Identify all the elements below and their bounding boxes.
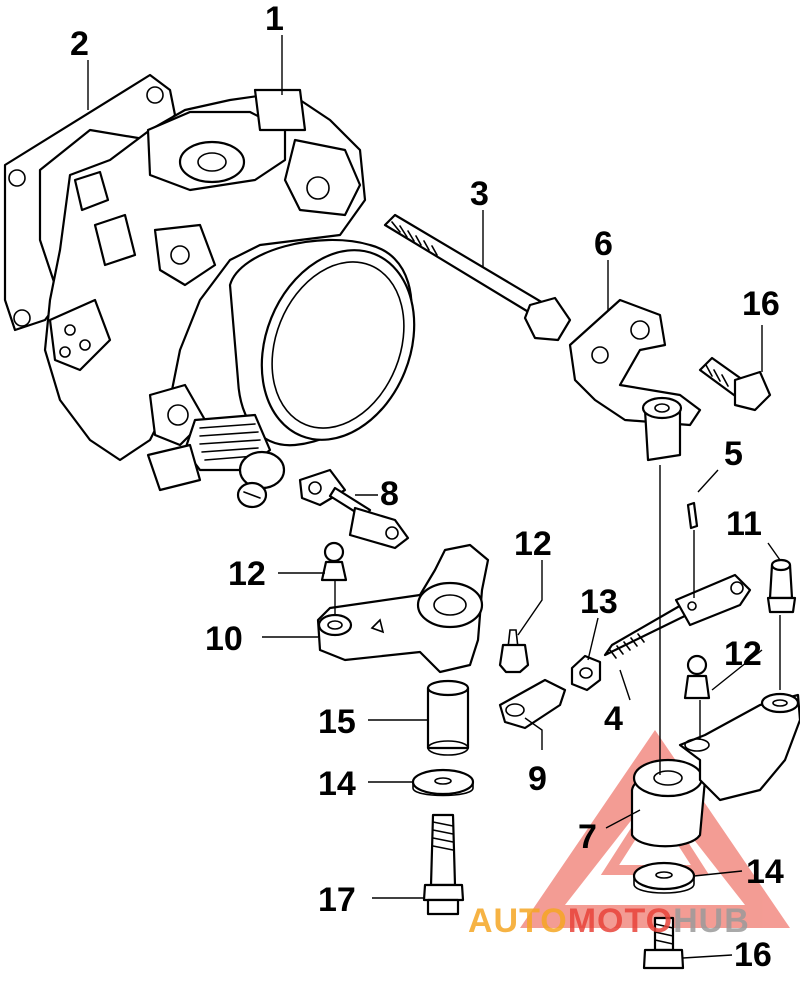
callout-2: 2 bbox=[70, 25, 89, 63]
part-long-bolt bbox=[383, 213, 572, 342]
part-washer-right bbox=[632, 861, 696, 894]
callout-3: 3 bbox=[470, 175, 489, 213]
callout-15: 15 bbox=[318, 703, 356, 741]
callout-12-middle: 12 bbox=[514, 525, 552, 563]
callout-9: 9 bbox=[528, 760, 547, 798]
part-pin bbox=[686, 501, 699, 530]
part-throttle-body bbox=[43, 88, 416, 509]
watermark-text-moto: MOTO bbox=[568, 902, 673, 940]
callout-16-top: 16 bbox=[742, 285, 780, 323]
part-gasket bbox=[3, 73, 177, 332]
callout-labels: 1 2 3 4 5 6 7 8 9 10 11 12 12 12 13 14 1… bbox=[70, 0, 784, 974]
part-bolt-17 bbox=[422, 813, 465, 916]
callout-14-right: 14 bbox=[746, 853, 784, 891]
part-lever bbox=[316, 543, 490, 674]
part-spacer bbox=[426, 679, 470, 756]
callout-7: 7 bbox=[578, 818, 597, 856]
part-throttle-arm bbox=[630, 692, 800, 848]
part-rod-link bbox=[298, 468, 410, 550]
callout-12-right: 12 bbox=[724, 635, 762, 673]
callout-17: 17 bbox=[318, 881, 356, 919]
callout-1: 1 bbox=[265, 0, 284, 38]
callout-12-left: 12 bbox=[228, 555, 266, 593]
callout-4: 4 bbox=[604, 700, 623, 738]
callout-5: 5 bbox=[724, 435, 743, 473]
part-ball-stud-right bbox=[683, 654, 711, 700]
svg-text:AUTOMOTOHUB: AUTOMOTOHUB bbox=[468, 902, 750, 940]
callout-6: 6 bbox=[594, 225, 613, 263]
part-bracket bbox=[568, 298, 702, 462]
part-bolt-16-top bbox=[698, 356, 772, 412]
part-socket bbox=[498, 678, 567, 730]
part-ball-stud-left bbox=[320, 541, 348, 582]
callout-8: 8 bbox=[380, 475, 399, 513]
watermark-text-hub: HUB bbox=[673, 902, 750, 940]
part-adjuster-rod bbox=[603, 573, 752, 659]
watermark-text-auto: AUTO bbox=[468, 902, 568, 940]
leader-lines bbox=[87, 35, 781, 959]
callout-14-left: 14 bbox=[318, 765, 356, 803]
part-ball-stud-middle bbox=[498, 629, 530, 674]
watermark-text: AUTOMOTOHUB bbox=[468, 902, 750, 940]
part-stud bbox=[766, 558, 797, 614]
callout-16-bottom: 16 bbox=[734, 936, 772, 974]
part-nut bbox=[570, 654, 602, 692]
callout-11: 11 bbox=[726, 505, 762, 543]
part-washer-left bbox=[411, 768, 475, 797]
callout-10: 10 bbox=[205, 620, 243, 658]
part-bolt-16-bottom bbox=[642, 916, 685, 970]
callout-13: 13 bbox=[580, 583, 618, 621]
